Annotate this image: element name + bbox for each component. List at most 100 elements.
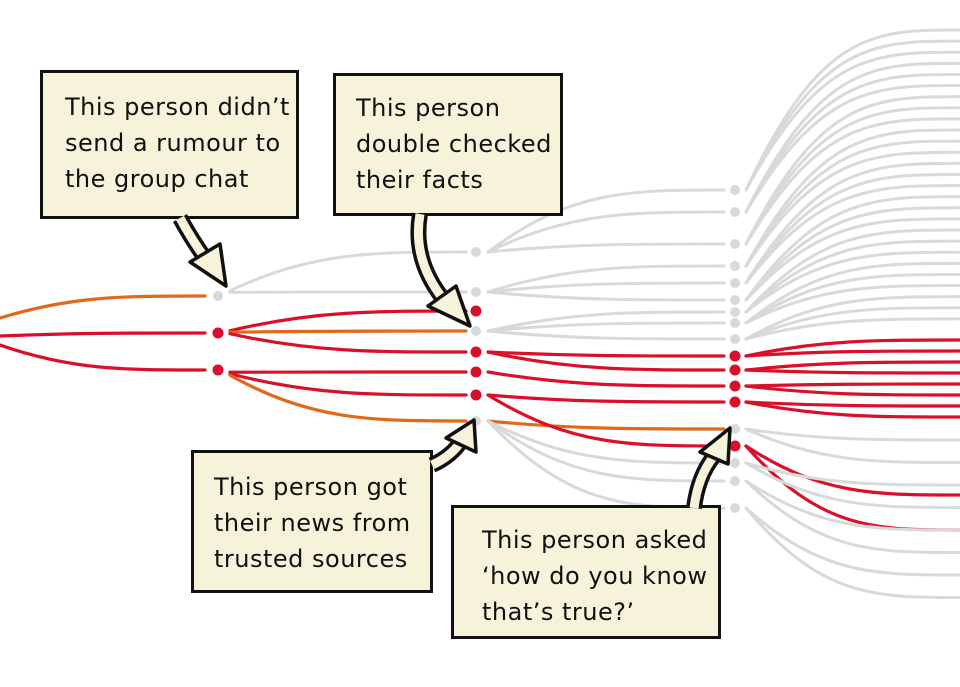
- spread-line: [744, 479, 960, 532]
- person-node-stopped: [730, 278, 740, 288]
- spread-line: [744, 272, 960, 325]
- person-node-stopped: [213, 291, 223, 301]
- spread-line: [744, 382, 960, 388]
- callout-text: their news from: [214, 509, 411, 537]
- spread-line: [744, 161, 960, 285]
- spread-line: [486, 393, 726, 448]
- person-node-spreader: [470, 305, 482, 317]
- person-node-spreader: [212, 364, 224, 376]
- callout-text: send a rumour to: [65, 129, 281, 157]
- person-node-stopped: [730, 207, 740, 217]
- person-node-stopped: [730, 307, 740, 317]
- person-node-stopped: [730, 261, 740, 271]
- spread-line: [486, 350, 726, 358]
- spread-line: [744, 184, 960, 285]
- spread-line: [486, 210, 726, 254]
- spread-line: [486, 370, 726, 388]
- spread-line: [744, 250, 960, 314]
- callout-text: that’s true?’: [482, 598, 635, 626]
- spread-line: [486, 321, 726, 333]
- callout-text: their facts: [356, 166, 484, 194]
- spread-line: [486, 290, 726, 302]
- spread-line: [744, 50, 960, 192]
- spread-line: [228, 250, 468, 293]
- spread-line: [744, 384, 960, 397]
- spread-line: [744, 461, 960, 487]
- person-node-spreader: [729, 440, 741, 452]
- person-node-spreader: [729, 350, 741, 362]
- person-node-stopped: [730, 318, 740, 328]
- callout-text: This person got: [214, 473, 408, 501]
- spread-line: [744, 150, 960, 268]
- spread-line: [228, 309, 468, 333]
- spread-line: [744, 239, 960, 314]
- callout-text: trusted sources: [214, 545, 408, 573]
- spread-line: [0, 294, 207, 320]
- spread-line: [228, 372, 468, 397]
- spread-line: [744, 72, 960, 214]
- person-node-spreader: [212, 327, 224, 339]
- spread-line: [744, 95, 960, 246]
- callout-text: ‘how do you know: [482, 562, 708, 590]
- person-node-stopped: [730, 334, 740, 344]
- spread-line: [744, 84, 960, 214]
- spread-line: [744, 368, 960, 375]
- spread-line: [744, 506, 960, 599]
- spread-line: [744, 61, 960, 214]
- person-node-spreader: [729, 380, 741, 392]
- person-node-stopped: [730, 458, 740, 468]
- spread-line: [744, 427, 960, 464]
- spread-line: [744, 261, 960, 325]
- spread-line: [744, 195, 960, 302]
- callout-text: the group chat: [65, 165, 249, 193]
- spread-line: [744, 217, 960, 302]
- callout-text: This person asked: [482, 526, 708, 554]
- spread-line: [486, 188, 726, 254]
- person-node-spreader: [729, 364, 741, 376]
- person-node-stopped: [471, 287, 481, 297]
- person-node-stopped: [471, 416, 481, 426]
- callout-trusted-sources: This person got their news from trusted …: [191, 450, 433, 593]
- spread-line: [744, 400, 960, 408]
- spread-line: [486, 242, 726, 254]
- person-node-spreader: [470, 389, 482, 401]
- spread-line: [486, 393, 726, 404]
- spread-line: [744, 206, 960, 302]
- spread-line: [744, 295, 960, 341]
- spread-line: [744, 349, 960, 358]
- callout-text: This person: [356, 94, 501, 122]
- spread-line: [744, 360, 960, 372]
- spread-line: [228, 332, 468, 354]
- spread-line: [486, 350, 726, 372]
- person-node-stopped: [730, 239, 740, 249]
- person-node-stopped: [730, 503, 740, 513]
- person-node-stopped: [730, 424, 740, 434]
- spread-line: [744, 284, 960, 325]
- spread-line: [744, 400, 960, 419]
- spread-line: [744, 506, 960, 577]
- callout-group-chat: This person didn’t send a rumour to the …: [40, 70, 299, 219]
- spread-line: [744, 139, 960, 268]
- spread-line: [486, 310, 726, 333]
- person-node-stopped: [471, 247, 481, 257]
- spread-line: [744, 427, 960, 442]
- spread-line: [228, 329, 468, 334]
- spread-line: [0, 331, 207, 338]
- person-node-stopped: [730, 185, 740, 195]
- spread-line: [486, 419, 726, 510]
- spread-line: [744, 461, 960, 509]
- spread-line: [744, 338, 960, 358]
- spread-line: [744, 128, 960, 268]
- spread-line: [486, 264, 726, 294]
- callout-text: This person didn’t: [65, 93, 290, 121]
- spread-line: [486, 281, 726, 294]
- spread-line: [486, 419, 726, 431]
- spread-line: [744, 172, 960, 285]
- callout-asked-true: This person asked ‘how do you know that’…: [451, 505, 721, 639]
- spread-line: [744, 306, 960, 341]
- spread-line: [744, 228, 960, 314]
- spread-line: [744, 117, 960, 246]
- spread-line: [744, 479, 960, 554]
